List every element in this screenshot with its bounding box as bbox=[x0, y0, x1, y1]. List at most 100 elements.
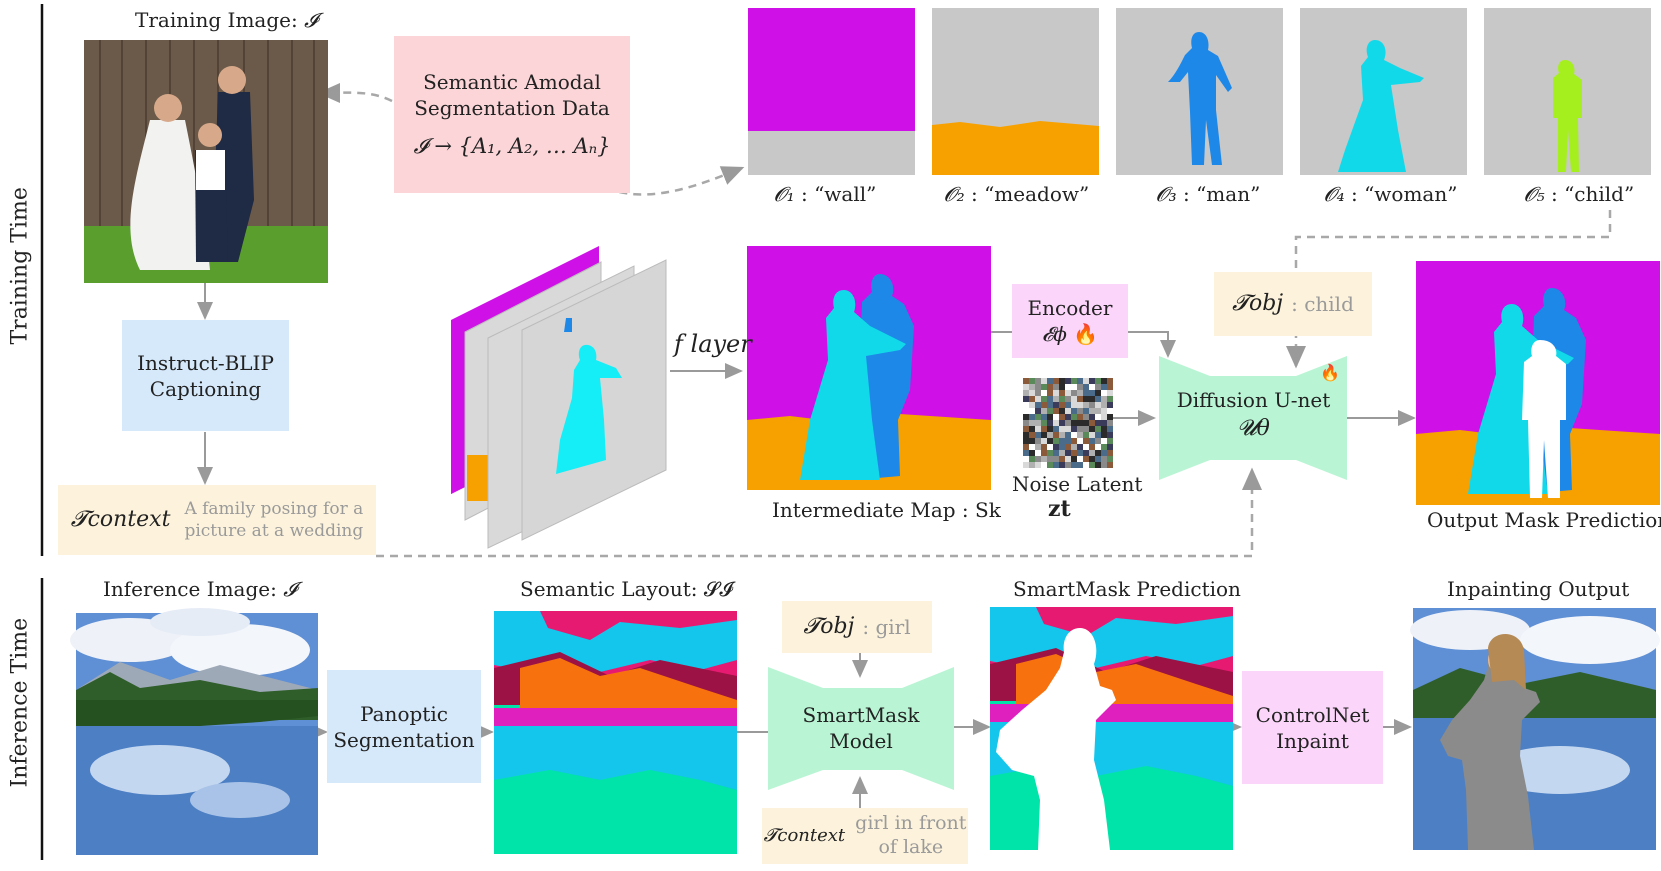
noise-pixel bbox=[1053, 462, 1059, 468]
amodal-to-image-arrow bbox=[317, 82, 393, 103]
noise-pixel bbox=[1107, 426, 1113, 432]
noise-pixel bbox=[1047, 402, 1053, 408]
noise-pixel bbox=[1071, 462, 1077, 468]
noise-pixel bbox=[1041, 402, 1047, 408]
noise-pixel bbox=[1089, 408, 1095, 414]
noise-pixel bbox=[1059, 408, 1065, 414]
noise-pixel bbox=[1089, 378, 1095, 384]
noise-pixel bbox=[1077, 384, 1083, 390]
smartmask-prediction-map bbox=[990, 607, 1233, 850]
noise-pixel bbox=[1083, 384, 1089, 390]
noise-pixel bbox=[1041, 396, 1047, 402]
noise-pixel bbox=[1101, 450, 1107, 456]
training-obj-symbol: 𝓣obj bbox=[1232, 290, 1284, 316]
noise-pixel bbox=[1089, 462, 1095, 468]
noise-pixel bbox=[1077, 444, 1083, 450]
noise-pixel bbox=[1065, 456, 1071, 462]
noise-pixel bbox=[1029, 396, 1035, 402]
captioning-box: Instruct-BLIP Captioning bbox=[122, 320, 289, 431]
noise-pixel bbox=[1059, 384, 1065, 390]
noise-pixel bbox=[1029, 378, 1035, 384]
noise-pixel bbox=[1071, 426, 1077, 432]
noise-pixel bbox=[1047, 390, 1053, 396]
noise-pixel bbox=[1023, 402, 1029, 408]
noise-pixel bbox=[1041, 432, 1047, 438]
noise-pixel bbox=[1095, 396, 1101, 402]
noise-pixel bbox=[1089, 432, 1095, 438]
noise-pixel bbox=[1053, 378, 1059, 384]
unet-flame-icon: 🔥 bbox=[1320, 363, 1340, 382]
noise-pixel bbox=[1059, 420, 1065, 426]
noise-pixel bbox=[1041, 450, 1047, 456]
noise-pixel bbox=[1047, 384, 1053, 390]
context-to-unet-arrow bbox=[376, 467, 1262, 558]
noise-pixel bbox=[1101, 384, 1107, 390]
output-mask-label: Output Mask Prediction bbox=[1427, 508, 1661, 532]
noise-pixel bbox=[1101, 432, 1107, 438]
noise-pixel bbox=[1059, 414, 1065, 420]
noise-pixel bbox=[1035, 408, 1041, 414]
object-mask-meadow bbox=[932, 8, 1099, 175]
noise-pixel bbox=[1065, 438, 1071, 444]
noise-pixel bbox=[1101, 402, 1107, 408]
object-label-3: 𝓞₃ : “man” bbox=[1156, 182, 1261, 206]
noise-pixel bbox=[1077, 450, 1083, 456]
noise-pixel bbox=[1089, 456, 1095, 462]
object-mask-woman bbox=[1300, 8, 1467, 175]
noise-pixel bbox=[1071, 450, 1077, 456]
noise-pixel bbox=[1035, 402, 1041, 408]
noise-pixel bbox=[1077, 402, 1083, 408]
noise-pixel bbox=[1089, 420, 1095, 426]
noise-pixel bbox=[1053, 414, 1059, 420]
noise-pixel bbox=[1095, 456, 1101, 462]
semantic-layout-title: Semantic Layout: 𝓢𝓘 bbox=[520, 577, 733, 601]
noise-pixel bbox=[1083, 402, 1089, 408]
noise-pixel bbox=[1101, 426, 1107, 432]
noise-pixel bbox=[1077, 426, 1083, 432]
noise-pixel bbox=[1083, 414, 1089, 420]
inpainting-output-image bbox=[1410, 608, 1660, 850]
noise-pixel bbox=[1077, 420, 1083, 426]
noise-pixel bbox=[1053, 444, 1059, 450]
object-label-2: 𝓞₂ : “meadow” bbox=[944, 182, 1090, 206]
amodal-formula: 𝓘 → {A₁, A₂, … Aₙ} bbox=[413, 133, 611, 158]
noise-pixel bbox=[1101, 414, 1107, 420]
noise-pixel bbox=[1089, 414, 1095, 420]
noise-pixel bbox=[1077, 432, 1083, 438]
noise-pixel bbox=[1053, 420, 1059, 426]
unet-label: Diffusion U-net bbox=[1176, 388, 1331, 412]
noise-pixel bbox=[1083, 396, 1089, 402]
noise-pixel bbox=[1077, 414, 1083, 420]
noise-pixel bbox=[1107, 396, 1113, 402]
noise-pixel bbox=[1101, 444, 1107, 450]
captioning-line-1: Instruct-BLIP bbox=[137, 350, 274, 375]
noise-pixel bbox=[1053, 426, 1059, 432]
noise-pixel bbox=[1089, 438, 1095, 444]
noise-pixel bbox=[1029, 444, 1035, 450]
noise-pixel bbox=[1059, 426, 1065, 432]
noise-pixel bbox=[1047, 432, 1053, 438]
noise-pixel bbox=[1083, 456, 1089, 462]
noise-pixel bbox=[1089, 444, 1095, 450]
panoptic-box: Panoptic Segmentation bbox=[327, 670, 481, 783]
training-image-title: Training Image: 𝓘 bbox=[135, 8, 318, 32]
unet-symbol: 𝓤θ bbox=[1237, 416, 1270, 441]
noise-pixel bbox=[1029, 408, 1035, 414]
controlnet-line-2: Inpaint bbox=[1276, 728, 1349, 753]
panoptic-line-1: Panoptic bbox=[360, 701, 448, 726]
noise-pixel bbox=[1107, 414, 1113, 420]
child-to-unet-arrow bbox=[1286, 210, 1612, 369]
noise-pixel bbox=[1023, 462, 1029, 468]
noise-pixel bbox=[1071, 378, 1077, 384]
noise-pixel bbox=[1095, 384, 1101, 390]
noise-pixel bbox=[1041, 456, 1047, 462]
noise-pixel bbox=[1023, 432, 1029, 438]
object-mask-wall bbox=[748, 8, 915, 175]
inpainting-output-title: Inpainting Output bbox=[1447, 577, 1630, 601]
noise-pixel bbox=[1107, 444, 1113, 450]
noise-pixel bbox=[1083, 438, 1089, 444]
noise-pixel bbox=[1095, 402, 1101, 408]
noise-pixel bbox=[1077, 456, 1083, 462]
noise-pixel bbox=[1053, 408, 1059, 414]
